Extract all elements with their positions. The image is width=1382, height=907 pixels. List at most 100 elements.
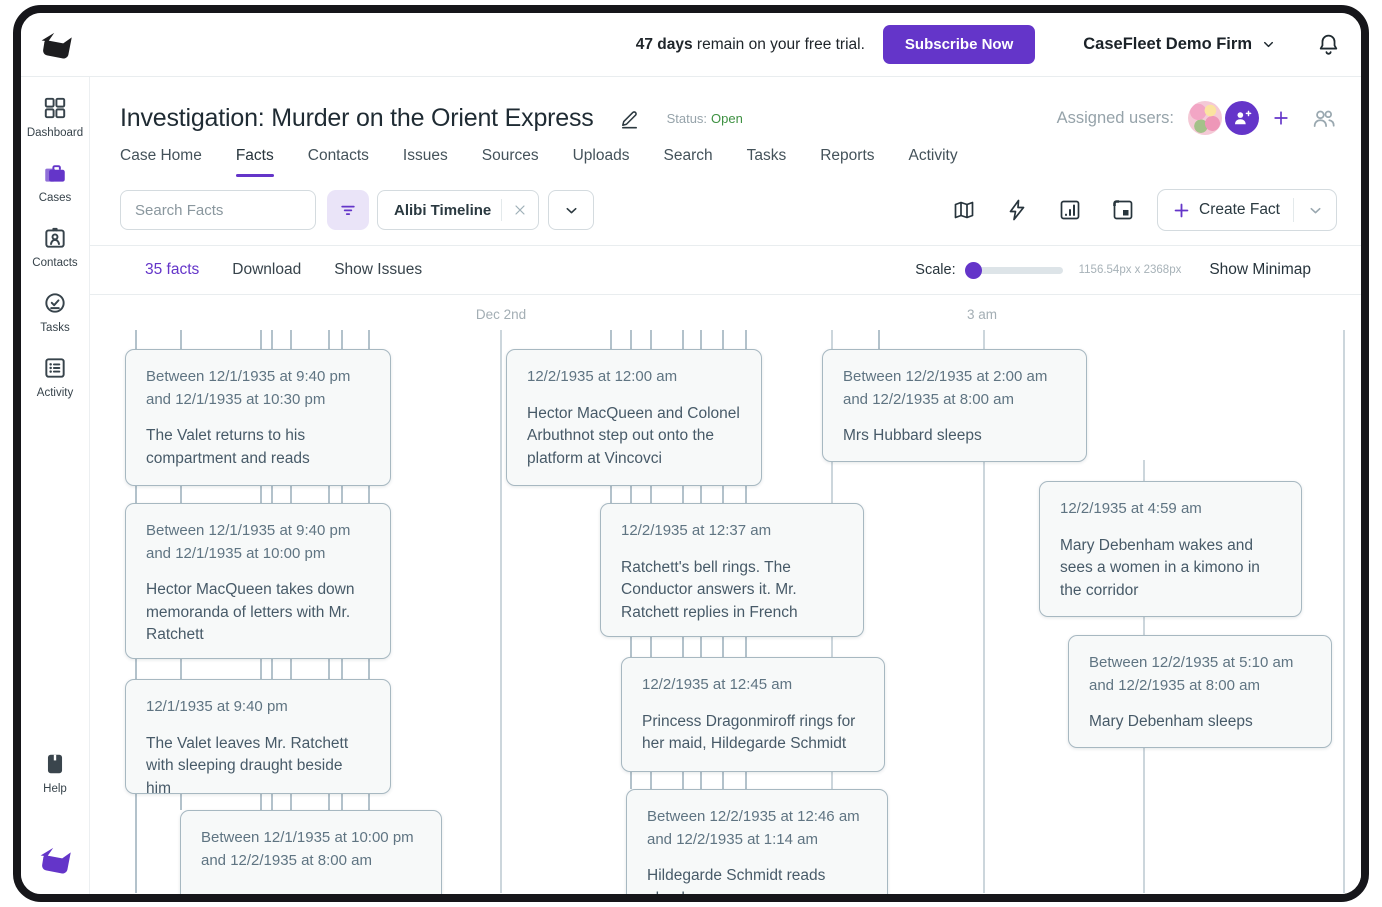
fact-text: The Valet returns to his compartment and… bbox=[146, 427, 310, 467]
fact-date: Between 12/1/1935 at 10:00 pm and 12/2/1… bbox=[201, 829, 414, 869]
remove-filter-button[interactable] bbox=[512, 202, 528, 218]
facts-toolbar: Alibi Timeline bbox=[120, 189, 1337, 231]
assign-user-plus-button[interactable] bbox=[1271, 108, 1291, 128]
chart-view-button[interactable] bbox=[1058, 198, 1082, 222]
timeline-tick bbox=[630, 637, 632, 657]
timeline-tick bbox=[271, 659, 273, 679]
timeline-tick bbox=[650, 772, 652, 789]
timeline-tick bbox=[260, 486, 262, 503]
timeline-tick bbox=[682, 486, 684, 503]
fact-date: 12/2/1935 at 12:00 am bbox=[527, 368, 678, 385]
timeline-tick bbox=[135, 659, 137, 679]
fact-card[interactable]: Between 12/2/1935 at 5:10 am and 12/2/19… bbox=[1068, 635, 1332, 748]
trial-rest: remain on your free trial. bbox=[692, 35, 865, 53]
manage-users-button[interactable] bbox=[1311, 106, 1336, 131]
fact-card[interactable]: 12/1/1935 at 9:40 pm The Valet leaves Mr… bbox=[125, 679, 391, 794]
sidebar-item-tasks[interactable]: Tasks bbox=[40, 290, 70, 334]
tab-issues[interactable]: Issues bbox=[402, 147, 448, 164]
axis-label-dec-2nd: Dec 2nd bbox=[475, 307, 527, 322]
map-view-button[interactable] bbox=[952, 198, 976, 222]
timeline-tick bbox=[271, 794, 273, 810]
fact-card[interactable]: Between 12/1/1935 at 9:40 pm and 12/1/19… bbox=[125, 503, 391, 659]
sidebar-item-contacts[interactable]: Contacts bbox=[32, 225, 78, 269]
fact-text: Hector MacQueen takes down memoranda of … bbox=[146, 581, 355, 643]
scale-slider-thumb[interactable] bbox=[964, 261, 982, 279]
fact-card[interactable]: 12/2/1935 at 12:45 am Princess Dragonmir… bbox=[621, 657, 885, 772]
timeline-tick bbox=[682, 772, 684, 789]
view-toggle-icons bbox=[952, 198, 1135, 222]
tab-reports[interactable]: Reports bbox=[820, 147, 875, 164]
help-book-icon bbox=[47, 754, 63, 774]
add-user-avatar-button[interactable] bbox=[1225, 101, 1259, 135]
timeline-tick bbox=[135, 486, 137, 503]
edit-title-button[interactable] bbox=[618, 107, 641, 130]
tab-sources[interactable]: Sources bbox=[481, 147, 539, 164]
sidebar-item-dashboard[interactable]: Dashboard bbox=[27, 95, 83, 139]
sidebar-item-label: Cases bbox=[38, 192, 72, 204]
fullscreen-button[interactable] bbox=[1111, 198, 1135, 222]
sidebar-item-label: Help bbox=[43, 783, 67, 795]
fact-text: Mary Debenham sleeps bbox=[1089, 713, 1253, 730]
people-icon bbox=[1313, 110, 1335, 127]
fact-card[interactable]: 12/2/1935 at 4:59 am Mary Debenham wakes… bbox=[1039, 481, 1302, 617]
create-fact-button[interactable]: Create Fact bbox=[1157, 189, 1337, 231]
search-facts-input[interactable] bbox=[120, 190, 316, 230]
user-avatar[interactable] bbox=[1188, 101, 1222, 135]
sidebar-item-label: Dashboard bbox=[26, 127, 84, 139]
chevron-down-icon bbox=[1264, 41, 1273, 48]
scale-slider[interactable] bbox=[964, 261, 1063, 279]
sidebar-item-cases[interactable]: Cases bbox=[38, 160, 72, 204]
fact-card[interactable]: Between 12/1/1935 at 9:40 pm and 12/1/19… bbox=[125, 349, 391, 486]
chevron-down-icon bbox=[566, 207, 577, 213]
timeline-tick bbox=[610, 486, 612, 503]
casefleet-logo-icon[interactable] bbox=[36, 27, 76, 63]
timeline-tick bbox=[341, 794, 343, 810]
timeline-tick bbox=[650, 637, 652, 657]
fact-card[interactable]: Between 12/2/1935 at 12:46 am and 12/2/1… bbox=[626, 789, 888, 894]
axis-label-3am: 3 am bbox=[966, 307, 998, 322]
tab-contacts[interactable]: Contacts bbox=[307, 147, 369, 164]
notifications-bell-button[interactable] bbox=[1316, 32, 1341, 57]
tab-activity[interactable]: Activity bbox=[908, 147, 958, 164]
tab-case-home[interactable]: Case Home bbox=[120, 147, 202, 164]
sidebar-item-activity[interactable]: Activity bbox=[37, 355, 73, 399]
timeline-tick bbox=[368, 794, 370, 810]
sidebar-item-label: Tasks bbox=[40, 322, 70, 334]
firm-name: CaseFleet Demo Firm bbox=[1083, 35, 1252, 53]
timeline-canvas[interactable]: Dec 2nd 3 am Between 12/1/1935 at 9:40 p… bbox=[90, 295, 1361, 894]
timeline-tick bbox=[290, 794, 292, 810]
filter-lines-icon bbox=[341, 205, 355, 216]
timeline-gridline bbox=[983, 330, 985, 893]
show-minimap-link[interactable]: Show Minimap bbox=[1209, 261, 1311, 278]
tab-facts[interactable]: Facts bbox=[235, 147, 274, 177]
show-issues-link[interactable]: Show Issues bbox=[334, 261, 423, 278]
activity-list-icon bbox=[45, 358, 65, 378]
plus-icon bbox=[1174, 203, 1189, 217]
sidebar-item-help[interactable]: Help bbox=[42, 751, 68, 795]
timeline-dropdown-button[interactable] bbox=[548, 190, 595, 230]
tab-search[interactable]: Search bbox=[663, 147, 713, 164]
tab-uploads[interactable]: Uploads bbox=[572, 147, 630, 164]
create-fact-menu-button[interactable] bbox=[1303, 202, 1328, 219]
plus-icon bbox=[1274, 111, 1288, 125]
fact-card[interactable]: 12/2/1935 at 12:37 am Ratchett's bell ri… bbox=[600, 503, 864, 637]
top-bar: 47 days remain on your free trial. Subsc… bbox=[21, 13, 1361, 77]
quick-actions-button[interactable] bbox=[1005, 198, 1029, 222]
firm-menu[interactable]: CaseFleet Demo Firm bbox=[1083, 35, 1276, 54]
timeline-tick bbox=[290, 659, 292, 679]
filter-button[interactable] bbox=[327, 190, 369, 230]
fact-date: Between 12/1/1935 at 9:40 pm and 12/1/19… bbox=[146, 368, 351, 408]
subscribe-now-button[interactable]: Subscribe Now bbox=[882, 25, 1036, 64]
timeline-tick bbox=[341, 486, 343, 503]
download-link[interactable]: Download bbox=[232, 261, 302, 278]
tab-tasks[interactable]: Tasks bbox=[746, 147, 787, 164]
fact-card[interactable]: Between 12/1/1935 at 10:00 pm and 12/2/1… bbox=[180, 810, 442, 894]
timeline-filter-chip[interactable]: Alibi Timeline bbox=[377, 190, 540, 230]
sidebar-nav: Dashboard Cases Contacts bbox=[21, 77, 90, 894]
timeline-tick bbox=[682, 637, 684, 657]
fact-card[interactable]: Between 12/2/1935 at 2:00 am and 12/2/19… bbox=[822, 349, 1087, 462]
timeline-tick bbox=[878, 330, 880, 349]
facts-count-link[interactable]: 35 facts bbox=[145, 261, 200, 278]
fact-card[interactable]: 12/2/1935 at 12:00 am Hector MacQueen an… bbox=[506, 349, 762, 486]
sidebar-item-label: Contacts bbox=[32, 257, 78, 269]
